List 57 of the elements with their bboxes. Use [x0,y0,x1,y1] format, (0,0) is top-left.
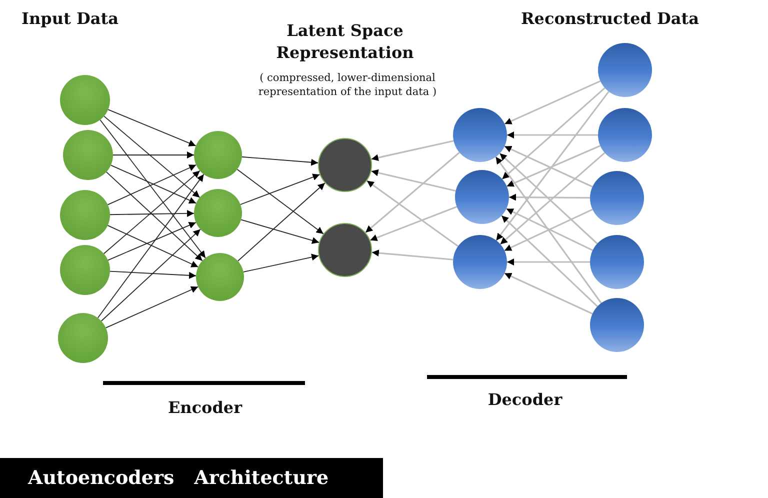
neuron [598,108,652,162]
arrow [371,169,456,192]
arrow [110,210,194,217]
neuron [453,235,507,289]
arrow [110,270,196,279]
arrow [240,174,320,205]
annotation: ( compressed, lower-dimensional representation of the input data ) [257,72,438,100]
arrow [108,109,196,146]
heading: Latent Space Representation [275,20,415,64]
neuron [590,298,644,352]
arrow [504,80,601,125]
caption-banner: Autoencoders Architecture [0,458,383,498]
arrow [365,152,460,234]
neuron [60,190,110,240]
neuron [455,170,509,224]
arrow [366,180,459,247]
arrow [243,254,320,272]
heading: Input Data [20,8,120,30]
arrow [100,228,201,322]
arrow [371,140,454,162]
arrow [372,250,454,260]
heading: Encoder [166,397,244,419]
arrow [107,224,199,268]
latent-neuron [318,223,372,277]
arrow [237,182,326,262]
arrow [507,258,590,266]
neuron [60,245,110,295]
arrow [370,206,458,241]
arrow [104,116,200,198]
arrow [504,272,593,314]
arrow [507,132,598,138]
arrow [108,222,196,261]
arrow [502,87,606,180]
arrow [241,156,319,166]
arrow [509,194,590,201]
arrow [100,119,206,258]
neuron [453,108,507,162]
arrow [240,219,320,244]
arrow [105,286,199,328]
neuron [590,171,644,225]
arrow [496,91,610,241]
neuron [194,131,242,179]
neuron [63,130,113,180]
neuron [598,43,652,97]
heading: Decoder [486,389,564,411]
neuron [60,75,110,125]
arrow [501,215,598,307]
neuron [194,189,242,237]
latent-neuron [318,138,372,192]
arrow [97,174,204,318]
arrow [112,152,194,158]
arrow [236,168,324,234]
arrow [495,156,602,304]
neuron [196,253,244,301]
heading: Reconstructed Data [520,8,700,30]
neuron [58,313,108,363]
neuron [590,235,644,289]
